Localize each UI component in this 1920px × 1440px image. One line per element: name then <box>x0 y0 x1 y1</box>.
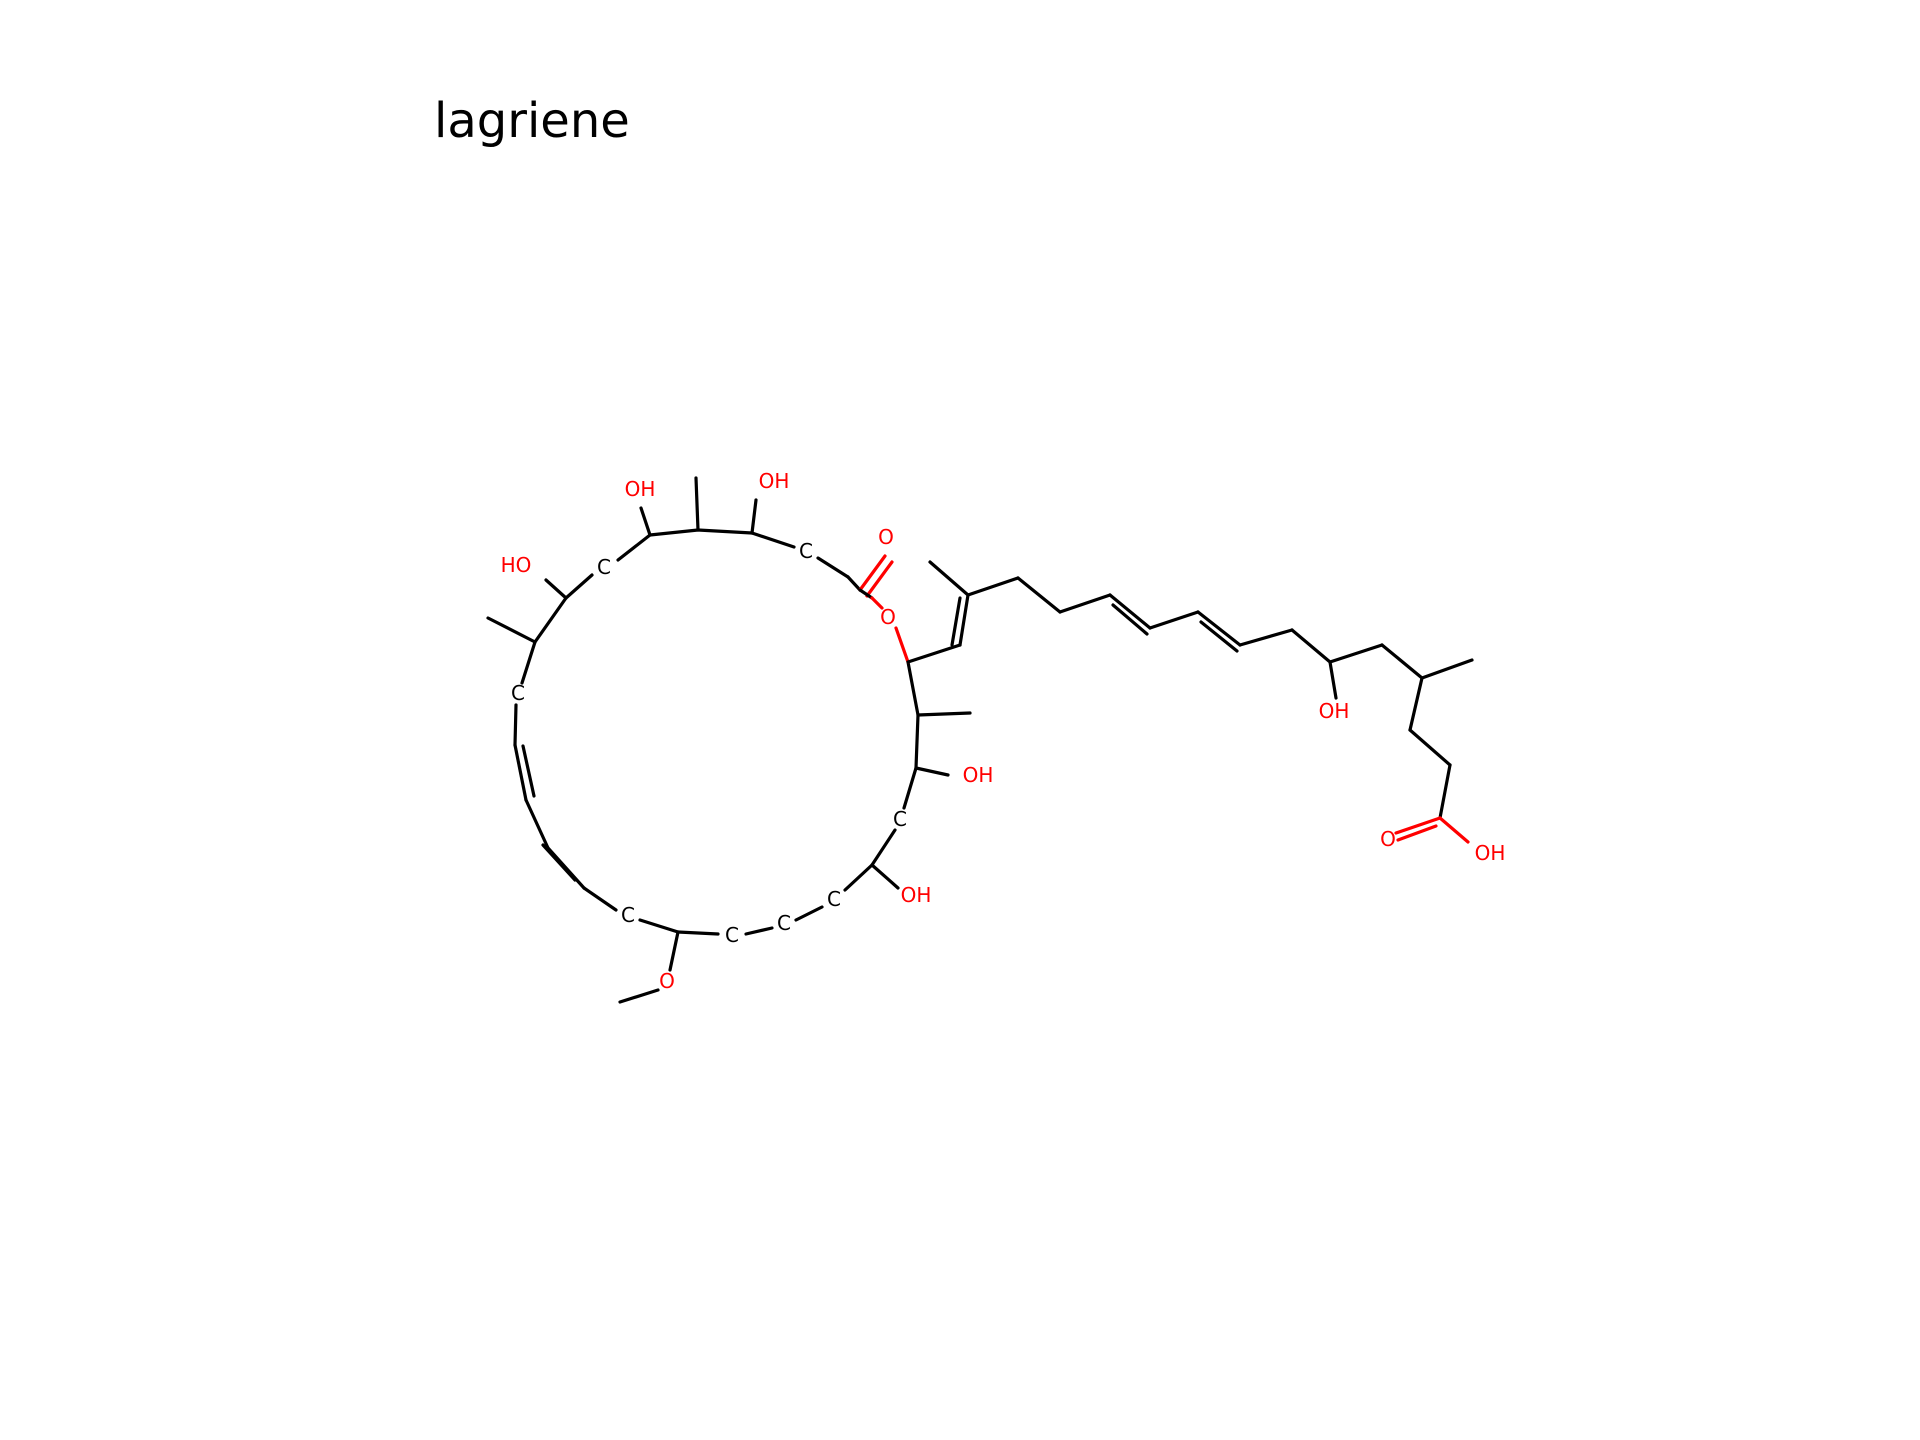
hydroxyl-label: OH <box>759 469 790 493</box>
hydroxyl-label: OH <box>625 477 656 501</box>
bond <box>513 743 528 802</box>
bond <box>520 640 537 685</box>
bond <box>1408 728 1452 767</box>
bond <box>1238 628 1294 647</box>
bond <box>1058 593 1112 614</box>
bond <box>914 766 950 777</box>
bond <box>858 554 887 592</box>
bond <box>843 863 874 892</box>
bond <box>870 596 884 610</box>
bond <box>816 556 850 579</box>
bond <box>618 988 660 1004</box>
hydroxyl-label: OH <box>963 763 994 787</box>
bond <box>1148 610 1200 630</box>
bond <box>1394 816 1442 835</box>
ester-oxygen-label: O <box>880 605 896 629</box>
bond <box>906 660 920 717</box>
bond <box>1380 643 1424 680</box>
bond <box>1438 816 1470 844</box>
bond <box>958 593 970 647</box>
bond <box>914 713 920 770</box>
macrocycle-ring <box>513 528 920 936</box>
bond <box>966 576 1020 597</box>
carbon-label: C <box>827 887 841 911</box>
bond <box>676 930 720 936</box>
molecule-title: lagriene <box>434 93 630 149</box>
bond <box>906 643 962 664</box>
hydroxyl-label: HO <box>501 553 532 577</box>
bond <box>694 476 700 532</box>
bond <box>1328 643 1384 664</box>
bond <box>639 506 652 537</box>
bond <box>928 560 970 597</box>
ring-substituents <box>486 476 972 1004</box>
bond <box>544 578 568 600</box>
bond <box>533 596 568 644</box>
bond <box>521 744 536 798</box>
carbon-label: C <box>777 911 791 935</box>
atom-labels: C C C C C C C C C OH OH HO OH OH OH OH O… <box>501 469 1506 993</box>
bond <box>524 798 550 850</box>
bond <box>950 596 962 647</box>
bond <box>1438 763 1452 820</box>
carbon-label: C <box>511 681 525 705</box>
bond <box>1408 676 1424 732</box>
ester-and-side-chain <box>858 554 1474 844</box>
bond <box>794 905 824 922</box>
bond <box>696 528 754 535</box>
bond <box>750 531 796 549</box>
bond <box>638 918 680 934</box>
bond <box>865 560 894 598</box>
bond <box>1196 610 1242 647</box>
bond <box>870 828 897 867</box>
bond <box>486 616 537 644</box>
carbon-label: C <box>621 903 635 927</box>
bond <box>1199 620 1239 653</box>
bond <box>582 886 618 912</box>
carbonyl-oxygen-label: O <box>878 525 894 549</box>
bond <box>894 626 910 664</box>
carbon-label: C <box>893 807 907 831</box>
bond <box>1111 603 1149 636</box>
hydroxyl-label: OH <box>901 883 932 907</box>
bond <box>1108 593 1152 630</box>
bond <box>1420 658 1474 680</box>
bond <box>1290 628 1332 664</box>
bond <box>513 703 518 747</box>
bond <box>870 863 900 890</box>
carbon-label: C <box>597 555 611 579</box>
carbon-label: C <box>799 539 813 563</box>
bond <box>648 528 700 537</box>
bond <box>744 926 774 936</box>
hydroxyl-label: OH <box>1319 699 1350 723</box>
bond <box>616 533 652 562</box>
bond <box>541 843 577 882</box>
hydroxyl-label: OH <box>1475 841 1506 865</box>
bond <box>750 498 758 535</box>
methoxy-oxygen-label: O <box>659 969 675 993</box>
bond <box>564 573 594 600</box>
bond <box>846 575 862 592</box>
carbon-label: C <box>725 923 739 947</box>
bond <box>1016 576 1062 614</box>
bond <box>1396 824 1438 842</box>
bond <box>916 711 972 717</box>
acid-oxygen-label: O <box>1380 827 1396 851</box>
bond <box>858 588 874 600</box>
bond <box>1328 660 1338 700</box>
bond <box>668 930 680 972</box>
bond <box>902 766 918 810</box>
